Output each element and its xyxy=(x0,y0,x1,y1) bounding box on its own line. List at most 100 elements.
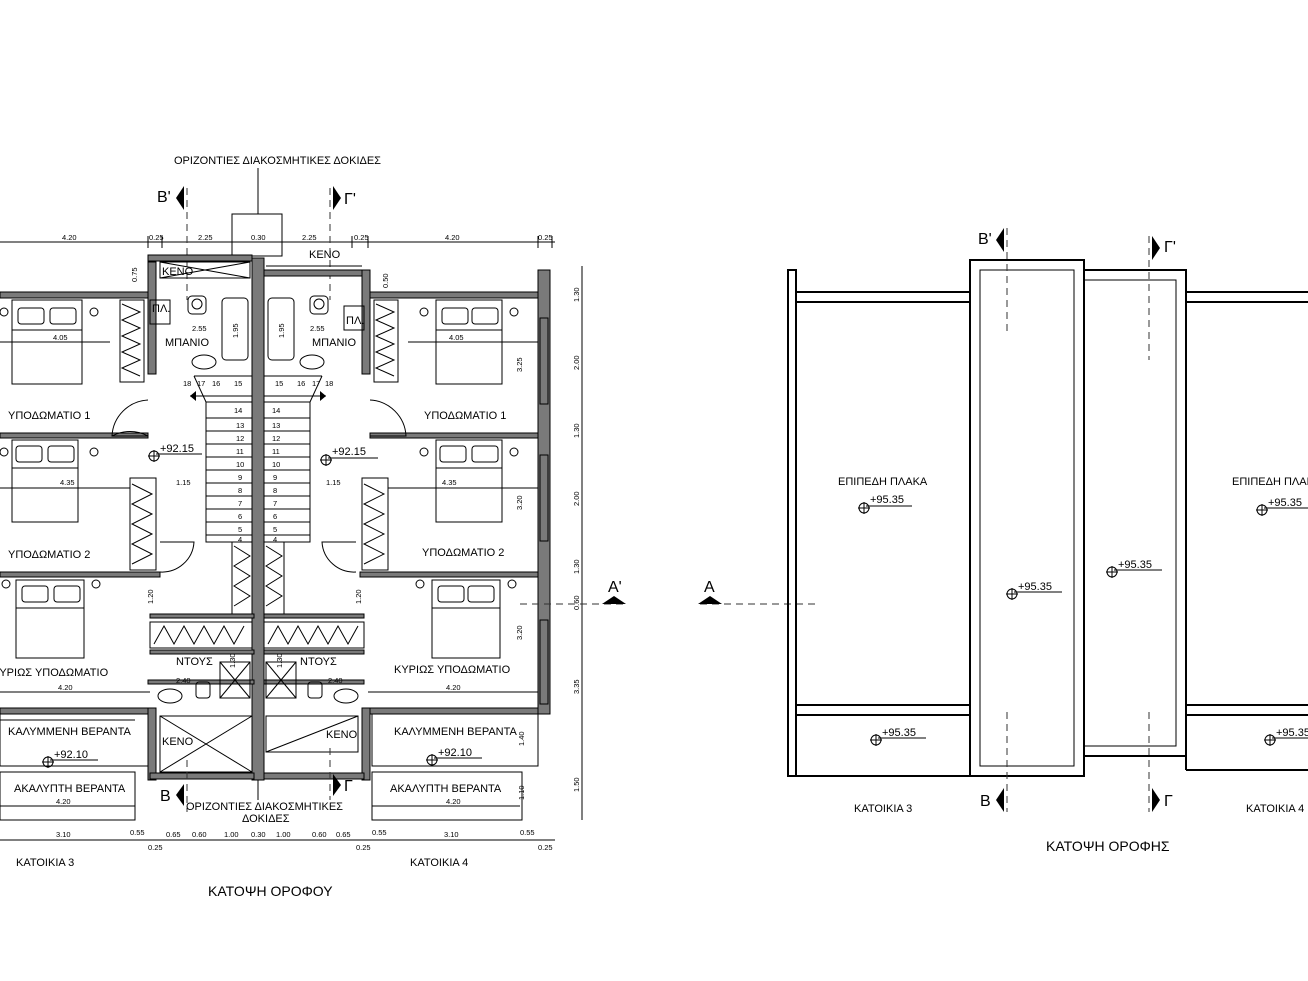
section-marker-b-bottom: Β xyxy=(160,760,188,812)
dim-bottom-9: 0.60 xyxy=(312,830,327,839)
roof-section-g-top-label: Γ' xyxy=(1164,239,1176,256)
step-8-r: 8 xyxy=(273,486,277,495)
pl-label-right: ΠΛ. xyxy=(346,315,364,327)
bottom-dimension-chain: 3.10 0.55 0.25 0.65 0.60 1.00 0.30 1.00 … xyxy=(0,828,555,852)
step-13: 13 xyxy=(236,421,244,430)
section-marker-a-prime: Α' xyxy=(520,579,626,605)
room-shower-right: ΝΤΟΥΣ xyxy=(300,656,337,668)
step-14-r: 14 xyxy=(272,406,280,415)
step-6: 6 xyxy=(238,512,242,521)
dim-115-right: 1.15 xyxy=(326,478,341,487)
roof-level-mark-4: +95.35 xyxy=(870,727,926,746)
step-9-r: 9 xyxy=(273,473,277,482)
void-bottom-left: ΚΕΝΟ xyxy=(162,736,194,748)
step-6-r: 6 xyxy=(273,512,277,521)
dim-right-1: 1.30 xyxy=(572,287,581,302)
step-11: 11 xyxy=(236,447,244,456)
dim-inner-right-2: 3.20 xyxy=(515,495,524,510)
dim-bottom-4: 0.65 xyxy=(166,830,181,839)
bath-label-left: ΜΠΑΝΙΟ xyxy=(165,337,209,349)
dim-130-left: 1.30 xyxy=(228,653,237,668)
roof-level-mark-5: +95.35 xyxy=(1256,497,1308,516)
room-bed1-right: ΥΠΟΔΩΜΑΤΙΟ 1 xyxy=(424,410,506,422)
dim-bottom-10: 0.65 xyxy=(336,830,351,839)
beds xyxy=(0,299,519,659)
dim-bottom-1: 3.10 xyxy=(56,830,71,839)
roof-level-mark-3: +95.35 xyxy=(1106,559,1162,578)
level-mark-veranda-left: +92.10 xyxy=(42,749,98,768)
wardrobes xyxy=(119,299,399,649)
slab-label-right: ΕΠΙΠΕΔΗ ΠΛΑΚΑ xyxy=(1232,476,1308,488)
dim-bottom-3: 0.25 xyxy=(148,843,163,852)
pl-label-left: ΠΛ. xyxy=(152,303,170,315)
top-dimension-chain: 4.20 0.25 2.25 0.30 2.25 0.25 4.20 0.25 xyxy=(0,233,555,248)
step-15-right: 15 xyxy=(275,379,283,388)
section-marker-b-top: Β' xyxy=(157,186,188,300)
room-open-right: ΑΚΑΛΥΠΤΗ ΒΕΡΑΝΤΑ xyxy=(390,783,502,795)
level-floor-right: +92.15 xyxy=(332,446,366,458)
bath-label-right: ΜΠΑΝΙΟ xyxy=(312,337,356,349)
step-9: 9 xyxy=(238,473,242,482)
dim-bottom-6: 1.00 xyxy=(224,830,239,839)
room-open-left: ΑΚΑΛΥΠΤΗ ΒΕΡΑΝΤΑ xyxy=(14,783,126,795)
step-18-left: 18 xyxy=(183,379,191,388)
level-veranda-right: +92.10 xyxy=(438,747,472,759)
roof-plan-title: ΚΑΤΟΨΗ ΟΡΟΦΗΣ xyxy=(1046,838,1170,854)
roof-level-mark-1: +95.35 xyxy=(858,494,912,514)
room-covered-right: ΚΑΛΥΜΜΕΝΗ ΒΕΡΑΝΤΑ xyxy=(394,726,518,738)
bathroom-right: 1.95 2.55 ΜΠΑΝΙΟ ΠΛ. xyxy=(267,295,365,370)
level-mark-floor-left: +92.15 xyxy=(148,443,202,462)
step-4-r: 4 xyxy=(273,535,277,544)
dim-top-4: 0.30 xyxy=(251,233,266,242)
dim-195-right: 1.95 xyxy=(277,323,286,338)
step-17-right: 17 xyxy=(312,379,320,388)
step-16-left: 16 xyxy=(212,379,220,388)
dim-bottom-5: 0.60 xyxy=(192,830,207,839)
roof-level-6: +95.35 xyxy=(1276,727,1308,739)
dim-420-mid-left: 4.20 xyxy=(58,683,73,692)
step-4: 4 xyxy=(238,535,242,544)
dim-420-bottom-right: 4.20 xyxy=(446,797,461,806)
dim-435-left: 4.35 xyxy=(60,478,75,487)
floor-plan-title: ΚΑΤΟΨΗ ΟΡΟΦΟΥ xyxy=(208,883,333,899)
step-11-r: 11 xyxy=(272,447,280,456)
dim-120-left: 1.20 xyxy=(146,589,155,604)
dim-right-7: 3.35 xyxy=(572,679,581,694)
dim-bottom-12: 0.25 xyxy=(356,843,371,852)
room-shower-left: ΝΤΟΥΣ xyxy=(176,656,213,668)
dim-435-right: 4.35 xyxy=(442,478,457,487)
level-mark-floor-right: +92.15 xyxy=(320,446,378,466)
dim-075: 0.75 xyxy=(130,267,139,282)
dim-top-7: 4.20 xyxy=(445,233,460,242)
right-dimension-chain: 1.30 2.00 1.30 2.00 1.30 0.60 3.35 1.50 … xyxy=(515,266,583,820)
step-13-r: 13 xyxy=(272,421,280,430)
dim-255-right: 2.55 xyxy=(310,324,325,333)
dim-115-left: 1.15 xyxy=(176,478,191,487)
roof-level-4: +95.35 xyxy=(882,727,916,739)
step-7-r: 7 xyxy=(273,499,277,508)
dim-130-right: 1.30 xyxy=(275,653,284,668)
roof-level-3: +95.35 xyxy=(1118,559,1152,571)
room-master-left: ΚΥΡΙΩΣ ΥΠΟΔΩΜΑΤΙΟ xyxy=(0,667,109,679)
roof-level-mark-6: +95.35 xyxy=(1264,727,1308,746)
section-g-bottom-label: Γ xyxy=(344,778,353,795)
void-bottom-right: ΚΕΝΟ xyxy=(326,729,358,741)
staircase-right: 14 13 12 11 10 9 8 7 6 5 4 15 16 17 18 xyxy=(263,375,333,544)
section-marker-g-bottom: Γ xyxy=(329,748,353,800)
step-10-r: 10 xyxy=(272,460,280,469)
slab-label-left: ΕΠΙΠΕΔΗ ΠΛΑΚΑ xyxy=(838,476,928,488)
dim-120-right: 1.20 xyxy=(354,589,363,604)
dim-top-1: 4.20 xyxy=(62,233,77,242)
dim-bottom-15: 0.25 xyxy=(538,843,553,852)
dim-bottom-13: 3.10 xyxy=(444,830,459,839)
floor-plan: 4.20 0.25 2.25 0.30 2.25 0.25 4.20 0.25 … xyxy=(0,155,626,899)
step-10: 10 xyxy=(236,460,244,469)
step-14: 14 xyxy=(234,406,242,415)
roof-section-b-top-label: Β' xyxy=(978,231,992,248)
roof-level-mark-2: +95.35 xyxy=(1006,581,1062,600)
section-b-top-label: Β' xyxy=(157,189,171,206)
step-5: 5 xyxy=(238,525,242,534)
section-a-prime-label: Α' xyxy=(608,579,622,596)
level-mark-veranda-right: +92.10 xyxy=(426,747,482,766)
